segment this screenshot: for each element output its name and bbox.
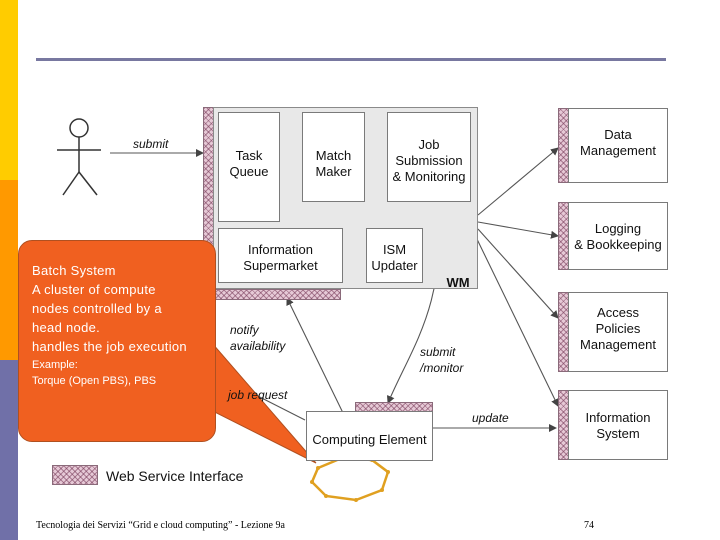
- information-system-label: Information System: [585, 410, 651, 441]
- cluster-ring-icon: [310, 456, 390, 502]
- computing-element-label: Computing Element: [312, 432, 427, 447]
- job-submission-label: Job Submission & Monitoring: [392, 137, 466, 184]
- submit-label: submit: [133, 137, 169, 151]
- update-label: update: [472, 411, 509, 425]
- callout-line-2: A cluster of compute: [32, 282, 156, 297]
- job-request-label: job request: [228, 388, 288, 402]
- data-management-box: [568, 108, 668, 183]
- legend-label: Web Service Interface: [106, 468, 244, 484]
- ism-updater-label: ISM Updater: [371, 242, 418, 273]
- callout-line-1: Batch System: [32, 263, 116, 278]
- wm-interface-bottom: [203, 289, 341, 300]
- title-rule: [36, 58, 666, 61]
- callout-example-text: Torque (Open PBS), PBS: [32, 375, 157, 387]
- left-stripe-yellow: [0, 0, 18, 180]
- information-system-box: [568, 390, 668, 460]
- information-supermarket-label: Information Supermarket: [243, 242, 318, 273]
- page-number: 74: [584, 520, 594, 531]
- access-policies-box: [568, 292, 668, 372]
- callout-line-3: nodes controlled by a: [32, 301, 162, 316]
- task-queue-box: [218, 112, 280, 222]
- callout-example-label: Example:: [32, 359, 78, 371]
- information-supermarket-box: [218, 228, 343, 283]
- logging-bookkeeping-box: [568, 202, 668, 270]
- notify-availability-label: notify availability: [230, 323, 286, 353]
- callout-line-5: handles the job execution: [32, 339, 187, 354]
- left-stripe-blue: [0, 360, 18, 540]
- ism-updater-box: [366, 228, 423, 283]
- callout-box: [18, 240, 216, 442]
- logging-bookkeeping-label: Logging & Bookkeeping: [574, 221, 662, 252]
- match-maker-label: Match Maker: [315, 148, 352, 179]
- job-submission-box: [387, 112, 471, 202]
- footer-text: Tecnologia dei Servizi “Grid e cloud com…: [36, 520, 285, 531]
- callout-line-4: head node.: [32, 320, 101, 335]
- wm-label: WM: [446, 275, 470, 290]
- submit-monitor-label: submit /monitor: [420, 345, 464, 375]
- task-queue-label: Task Queue: [229, 148, 269, 179]
- match-maker-box: [302, 112, 365, 202]
- data-management-label: Data Management: [580, 127, 656, 158]
- legend-swatch: [52, 465, 98, 485]
- access-policies-label: Access Policies Management: [580, 305, 656, 352]
- left-stripe-orange: [0, 180, 18, 360]
- computing-element-box: [306, 411, 433, 461]
- user-figure-icon: [57, 118, 101, 196]
